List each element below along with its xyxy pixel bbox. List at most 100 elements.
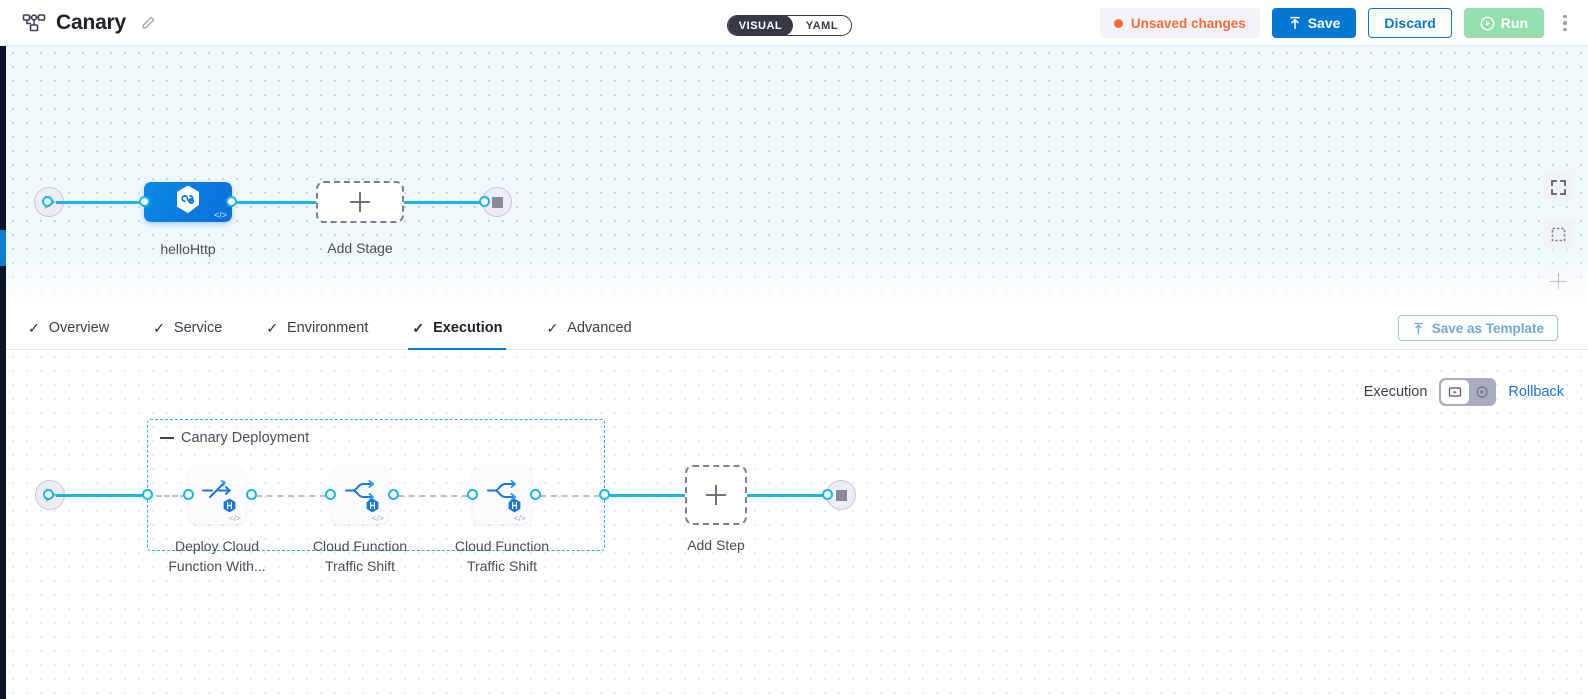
pencil-icon[interactable] — [140, 15, 156, 31]
zoom-in-icon[interactable] — [1543, 266, 1574, 297]
step1-output-port[interactable] — [246, 489, 257, 500]
header-actions: Unsaved changes Save Discard Run — [1099, 0, 1574, 46]
step-node-traffic-shift-1[interactable]: </> — [331, 466, 389, 524]
step-code-badge: </> — [513, 513, 526, 523]
edge-start-to-stage — [56, 201, 154, 204]
discard-label: Discard — [1384, 15, 1436, 31]
rollback-link[interactable]: Rollback — [1508, 384, 1564, 400]
stage-output-port[interactable] — [226, 196, 237, 207]
collapse-dash-icon[interactable] — [160, 437, 174, 439]
marquee-select-icon[interactable] — [1543, 219, 1574, 249]
tab-service[interactable]: ✓ Service — [131, 306, 244, 350]
edge-addstage-to-end — [394, 201, 486, 204]
execution-start-output-port[interactable] — [43, 489, 54, 500]
save-as-template-button[interactable]: Save as Template — [1397, 315, 1558, 341]
cloud-function-hexagon-icon — [173, 184, 203, 221]
step3-label-line2: Traffic Shift — [466, 558, 538, 575]
save-label: Save — [1307, 15, 1341, 31]
step1-input-port[interactable] — [183, 489, 194, 500]
tab-execution-label: Execution — [433, 319, 503, 336]
edge-stage-to-addstage — [224, 201, 319, 204]
upload-icon — [1289, 16, 1300, 30]
stage-code-badge: </> — [213, 210, 227, 220]
start-output-port[interactable] — [42, 196, 53, 207]
tab-visual[interactable]: VISUAL — [728, 16, 793, 35]
tab-execution[interactable]: ✓ Execution — [390, 306, 524, 351]
execution-step-canvas[interactable]: Execution Rollback — [6, 350, 1588, 699]
stage-group-header: Canary Deployment — [160, 430, 309, 446]
execution-mode-bar: Execution Rollback — [1364, 378, 1564, 406]
add-stage-button[interactable] — [316, 181, 404, 223]
end-stop-icon — [835, 489, 847, 501]
header-left-group: Canary — [0, 11, 156, 35]
page-title: Canary — [56, 10, 127, 34]
tab-overview[interactable]: ✓ Overview — [6, 306, 131, 350]
stage-label: helloHttp — [160, 241, 216, 257]
edge-step2-to-step3 — [398, 495, 468, 497]
execution-steps-icon[interactable] — [1441, 380, 1470, 404]
group-input-port[interactable] — [142, 489, 153, 500]
save-button[interactable]: Save — [1271, 8, 1357, 38]
execution-label: Execution — [1363, 384, 1428, 400]
stage-group-title: Canary Deployment — [181, 430, 310, 446]
tab-environment[interactable]: ✓ Environment — [244, 306, 390, 350]
unsaved-label: Unsaved changes — [1130, 15, 1246, 31]
unsaved-dot-icon — [1113, 18, 1123, 28]
step-code-badge: </> — [228, 513, 241, 523]
fit-to-screen-icon[interactable] — [1543, 172, 1574, 202]
group-output-port[interactable] — [599, 489, 610, 500]
discard-button[interactable]: Discard — [1368, 8, 1452, 38]
rollback-steps-icon[interactable] — [1474, 384, 1490, 400]
deploy-slider-icon — [200, 476, 234, 509]
stage-node-hellohttp[interactable]: </> — [144, 182, 232, 222]
edge-addstep-to-end — [746, 494, 828, 497]
run-label: Run — [1500, 15, 1528, 31]
step1-label: Deploy Cloud Function With... — [162, 536, 272, 577]
edge-start-to-group — [56, 494, 151, 497]
harness-badge-icon — [365, 498, 380, 513]
check-icon: ✓ — [28, 319, 40, 336]
stage-input-port[interactable] — [139, 196, 150, 207]
zoom-controls[interactable] — [1543, 266, 1574, 306]
left-nav-rail-active-marker — [0, 230, 6, 266]
play-circle-icon — [1480, 16, 1495, 30]
execution-end-input-port[interactable] — [822, 489, 833, 500]
end-input-port[interactable] — [479, 196, 490, 207]
traffic-shift-icon — [485, 476, 519, 509]
check-icon: ✓ — [412, 319, 425, 336]
save-as-template-label: Save as Template — [1431, 320, 1544, 336]
tab-service-label: Service — [173, 319, 223, 336]
tab-advanced[interactable]: ✓ Advanced — [524, 306, 653, 350]
edge-step3-to-group-out — [540, 495, 600, 497]
check-icon: ✓ — [153, 319, 165, 336]
step-node-deploy-cloud-function[interactable]: </> — [188, 466, 246, 524]
pipeline-nodes-icon — [22, 13, 46, 33]
tab-yaml[interactable]: YAML — [805, 19, 839, 32]
zoom-out-icon[interactable] — [1543, 297, 1574, 306]
step3-label: Cloud Function Traffic Shift — [447, 536, 557, 577]
step-node-traffic-shift-2[interactable]: </> — [473, 466, 531, 524]
step3-input-port[interactable] — [467, 489, 478, 500]
execution-rollback-toggle[interactable] — [1439, 378, 1497, 406]
step3-output-port[interactable] — [530, 489, 541, 500]
check-icon: ✓ — [546, 319, 559, 336]
stage-group-canary-deployment[interactable]: Canary Deployment — [147, 419, 605, 551]
mode-toggle[interactable]: VISUAL YAML — [727, 15, 852, 36]
add-step-label: Add Step — [687, 537, 745, 553]
step2-output-port[interactable] — [388, 489, 399, 500]
kebab-menu-icon[interactable] — [1556, 11, 1574, 35]
pipeline-stage-canvas[interactable]: </> helloHttp Add Stage — [6, 46, 1588, 306]
end-stop-icon — [491, 196, 503, 208]
add-stage-label: Add Stage — [327, 240, 393, 256]
edge-step1-to-step2 — [256, 495, 326, 497]
step2-input-port[interactable] — [325, 489, 336, 500]
traffic-shift-icon — [343, 476, 377, 509]
tab-overview-label: Overview — [48, 319, 110, 336]
upload-template-icon — [1414, 322, 1423, 334]
step1-label-line1: Deploy Cloud — [174, 538, 260, 554]
add-step-button[interactable] — [685, 465, 747, 525]
step3-label-line1: Cloud Function — [454, 538, 550, 554]
run-button[interactable]: Run — [1463, 8, 1544, 38]
step2-label-line2: Traffic Shift — [324, 558, 396, 575]
